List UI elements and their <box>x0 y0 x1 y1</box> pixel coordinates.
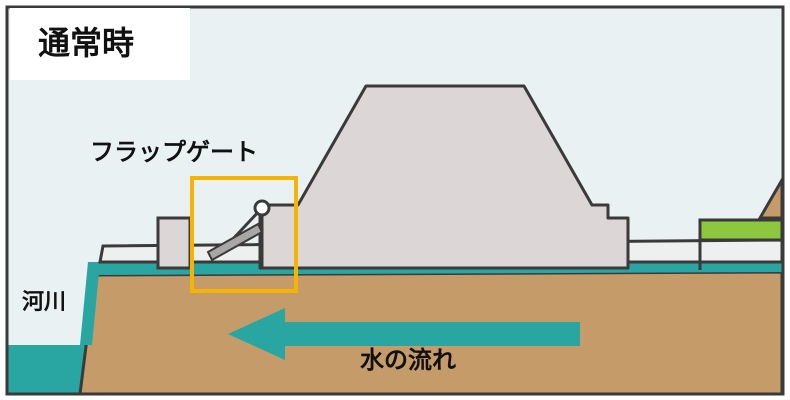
water-flow-label: 水の流れ <box>360 346 456 374</box>
levee-embankment <box>258 84 630 270</box>
diagram-title: 通常時 <box>38 24 135 62</box>
gate-culvert-box <box>156 216 192 270</box>
left-arrow <box>228 308 580 360</box>
diagram-frame <box>5 5 785 396</box>
river-bank-water <box>80 262 100 345</box>
title-panel <box>10 8 190 80</box>
river-label: 河川 <box>22 290 67 315</box>
flap-gate-highlight <box>190 176 298 293</box>
river-water <box>8 345 88 394</box>
flap-gate-label: フラップゲート <box>90 138 258 166</box>
flap-gate-icon <box>206 199 271 268</box>
grass-strip <box>698 218 784 242</box>
